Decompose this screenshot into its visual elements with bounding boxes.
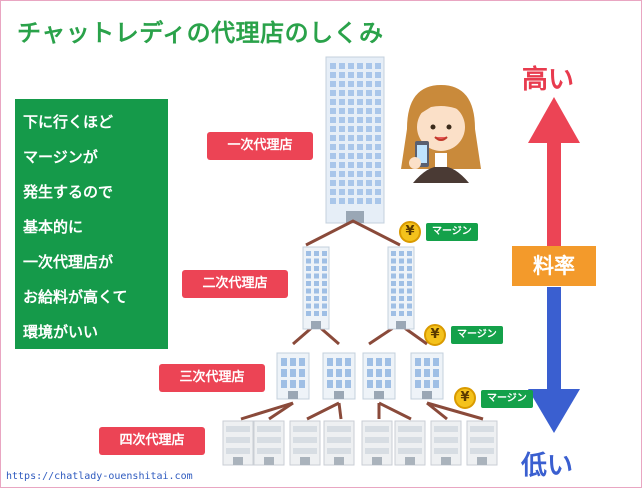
note-line: 基本的に bbox=[23, 218, 84, 236]
connector-lines bbox=[240, 219, 484, 421]
note-line: 発生するので bbox=[23, 183, 114, 201]
margin-badge: マージン bbox=[426, 223, 478, 241]
note-line: 下に行くほど bbox=[23, 113, 114, 131]
office-building bbox=[362, 352, 396, 400]
source-url: https://chatlady-ouenshitai.com bbox=[6, 471, 193, 482]
small-building bbox=[466, 420, 498, 466]
small-building bbox=[323, 420, 355, 466]
explanation-box: 下に行くほど マージンが 発生するので 基本的に 一次代理店が お給料が高くて … bbox=[15, 99, 168, 349]
scale-low-label: 低い bbox=[521, 451, 574, 481]
office-building bbox=[410, 352, 444, 400]
small-building bbox=[289, 420, 321, 466]
small-building bbox=[222, 420, 254, 466]
office-building bbox=[322, 352, 356, 400]
margin-badge: マージン bbox=[481, 390, 533, 408]
small-building bbox=[361, 420, 393, 466]
small-building bbox=[430, 420, 462, 466]
tier3-label: 三次代理店 bbox=[159, 364, 265, 392]
small-building bbox=[394, 420, 426, 466]
note-line: マージンが bbox=[23, 148, 98, 166]
note-line: お給料が高くて bbox=[23, 288, 128, 306]
note-line: 一次代理店が bbox=[23, 253, 114, 271]
small-building bbox=[253, 420, 285, 466]
page-title: チャットレディの代理店のしくみ bbox=[17, 19, 384, 47]
woman-with-phone-icon bbox=[393, 85, 489, 189]
tier2-buildings bbox=[302, 246, 415, 330]
scale-high-label: 高い bbox=[522, 65, 575, 95]
tier1-building bbox=[325, 56, 385, 224]
rate-arrow bbox=[528, 97, 580, 433]
yen-coin-icon: ¥ bbox=[399, 221, 421, 243]
note-line: 環境がいい bbox=[23, 323, 99, 341]
tier3-buildings bbox=[276, 352, 444, 400]
rate-label: 料率 bbox=[512, 246, 596, 286]
tier2-label: 二次代理店 bbox=[182, 270, 288, 298]
yen-coin-icon: ¥ bbox=[454, 387, 476, 409]
tier1-label: 一次代理店 bbox=[207, 132, 313, 160]
office-building bbox=[276, 352, 310, 400]
yen-coin-icon: ¥ bbox=[424, 324, 446, 346]
margin-badge: マージン bbox=[451, 326, 503, 344]
tier4-label: 四次代理店 bbox=[99, 427, 205, 455]
tier4-buildings bbox=[222, 420, 498, 466]
